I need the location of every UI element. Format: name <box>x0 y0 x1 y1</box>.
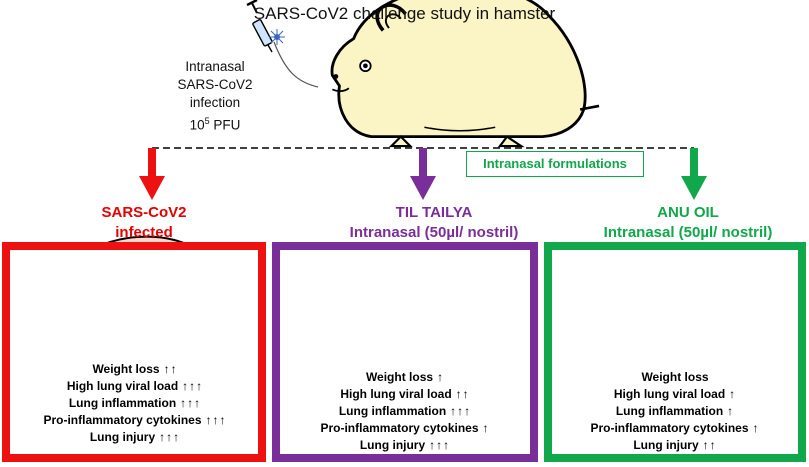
syringe-icon <box>246 0 319 88</box>
group-heading-line2: Intranasal (50µl/ nostril) <box>349 224 519 241</box>
outcome-row: Lung injury↑↑↑ <box>10 429 260 446</box>
outcome-row: Weight loss↑↑ <box>10 361 260 378</box>
outcome-label: Lung injury <box>359 438 426 452</box>
group-heading-line2: Intranasal (50µl/ nostril) <box>603 224 773 241</box>
outcome-label: High lung viral load <box>340 387 452 401</box>
outcome-row: Weight loss <box>552 369 798 386</box>
outcome-row: High lung viral load↑ <box>552 386 798 403</box>
group-heading-line2: infected <box>115 224 173 241</box>
outcome-label: High lung viral load <box>613 387 726 401</box>
up-arrow-icon: ↑↑ <box>702 438 717 452</box>
up-arrow-icon: ↑↑↑ <box>180 396 202 410</box>
outcome-row: Lung injury↑↑↑ <box>280 437 530 454</box>
outcome-row: High lung viral load↑↑ <box>280 386 530 403</box>
outcome-label: Lung injury <box>633 438 699 452</box>
outcomes-infected: Weight loss↑↑High lung viral load↑↑↑Lung… <box>10 361 260 446</box>
outcome-row: Lung inflammation↑ <box>552 403 798 420</box>
up-arrow-icon: ↑↑ <box>455 387 470 401</box>
infection-line-1: Intranasal <box>185 59 245 74</box>
group-heading-line1: SARS-CoV2 <box>101 204 187 221</box>
up-arrow-icon: ↑ <box>727 404 735 418</box>
outcome-row: Pro-inflammatory cytokines↑ <box>552 420 798 437</box>
outcome-row: Lung inflammation↑↑↑ <box>10 395 260 412</box>
infection-line-3: infection <box>189 95 241 110</box>
arrow-green <box>681 148 707 200</box>
up-arrow-icon: ↑↑ <box>163 362 178 376</box>
diagram-title: SARS-CoV2 challenge study in hamster <box>253 4 556 23</box>
up-arrow-icon: ↑ <box>437 370 445 384</box>
outcome-label: Pro-inflammatory cytokines <box>590 421 749 435</box>
dose-base: 10 <box>189 117 205 133</box>
up-arrow-icon: ↑ <box>752 421 760 435</box>
outcome-row: Lung inflammation↑↑↑ <box>280 403 530 420</box>
outcome-row: Pro-inflammatory cytokines↑ <box>280 420 530 437</box>
up-arrow-icon: ↑↑↑ <box>450 404 472 418</box>
dose-exponent: 5 <box>204 116 210 126</box>
up-arrow-icon: ↑ <box>729 387 737 401</box>
group-heading-anu-oil: ANU OIL Intranasal (50µl/ nostril) <box>570 203 806 243</box>
infection-label: Intranasal SARS-CoV2 infection 105 PFU <box>160 58 270 135</box>
up-arrow-icon: ↑ <box>482 421 490 435</box>
arrow-purple <box>410 148 436 200</box>
outcome-row: Weight loss↑ <box>280 369 530 386</box>
infection-dose: 105 PFU <box>160 112 270 135</box>
dose-unit: PFU <box>209 117 241 133</box>
outcome-label: Lung inflammation <box>338 404 447 418</box>
infection-line-2: SARS-CoV2 <box>177 77 253 92</box>
formulations-label: Intranasal formulations <box>466 151 644 177</box>
outcome-label: Weight loss <box>641 370 709 384</box>
up-arrow-icon: ↑↑↑ <box>182 379 204 393</box>
arrow-red <box>139 148 165 200</box>
group-heading-line1: TIL TAILYA <box>395 204 473 221</box>
group-heading-infected: SARS-CoV2 infected <box>44 203 244 243</box>
panel-anu-oil <box>544 242 806 462</box>
outcome-label: High lung viral load <box>66 379 179 393</box>
outcome-label: Weight loss <box>92 362 160 376</box>
group-heading-line1: ANU OIL <box>657 204 719 221</box>
outcome-row: High lung viral load↑↑↑ <box>10 378 260 395</box>
group-heading-til-tailya: TIL TAILYA Intranasal (50µl/ nostril) <box>316 203 552 243</box>
up-arrow-icon: ↑↑↑ <box>429 438 451 452</box>
outcome-label: Lung inflammation <box>68 396 177 410</box>
outcome-label: Pro-inflammatory cytokines <box>320 421 479 435</box>
panel-infected <box>2 242 266 462</box>
panel-til-tailya <box>272 242 538 462</box>
outcome-label: Lung inflammation <box>615 404 724 418</box>
up-arrow-icon: ↑↑↑ <box>159 430 181 444</box>
outcome-row: Lung injury↑↑ <box>552 437 798 454</box>
outcome-label: Pro-inflammatory cytokines <box>43 413 202 427</box>
outcome-row: Pro-inflammatory cytokines↑↑↑ <box>10 412 260 429</box>
up-arrow-icon: ↑↑↑ <box>205 413 227 427</box>
outcome-label: Weight loss <box>365 370 434 384</box>
outcome-label: Lung injury <box>89 430 156 444</box>
outcomes-til-tailya: Weight loss↑High lung viral load↑↑Lung i… <box>280 369 530 454</box>
